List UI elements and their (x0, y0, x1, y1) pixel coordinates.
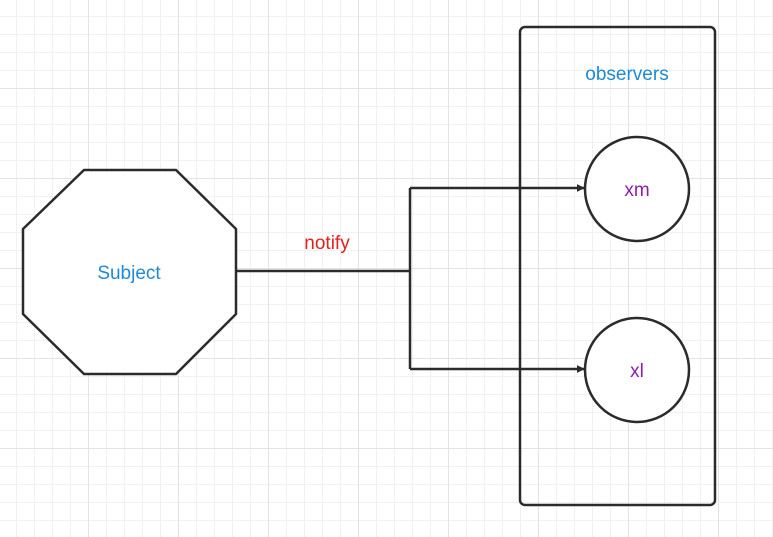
subject-node[interactable] (21, 168, 238, 376)
observer-node-xl[interactable] (583, 316, 691, 424)
observer-label-xl: xl (630, 361, 644, 382)
observer-label-xm: xm (624, 180, 649, 201)
notify-edge-label: notify (304, 233, 350, 254)
observers-container[interactable] (518, 25, 717, 507)
observer-node-xm[interactable] (583, 135, 691, 243)
observers-container-label: observers (585, 64, 668, 85)
subject-label: Subject (97, 263, 161, 284)
